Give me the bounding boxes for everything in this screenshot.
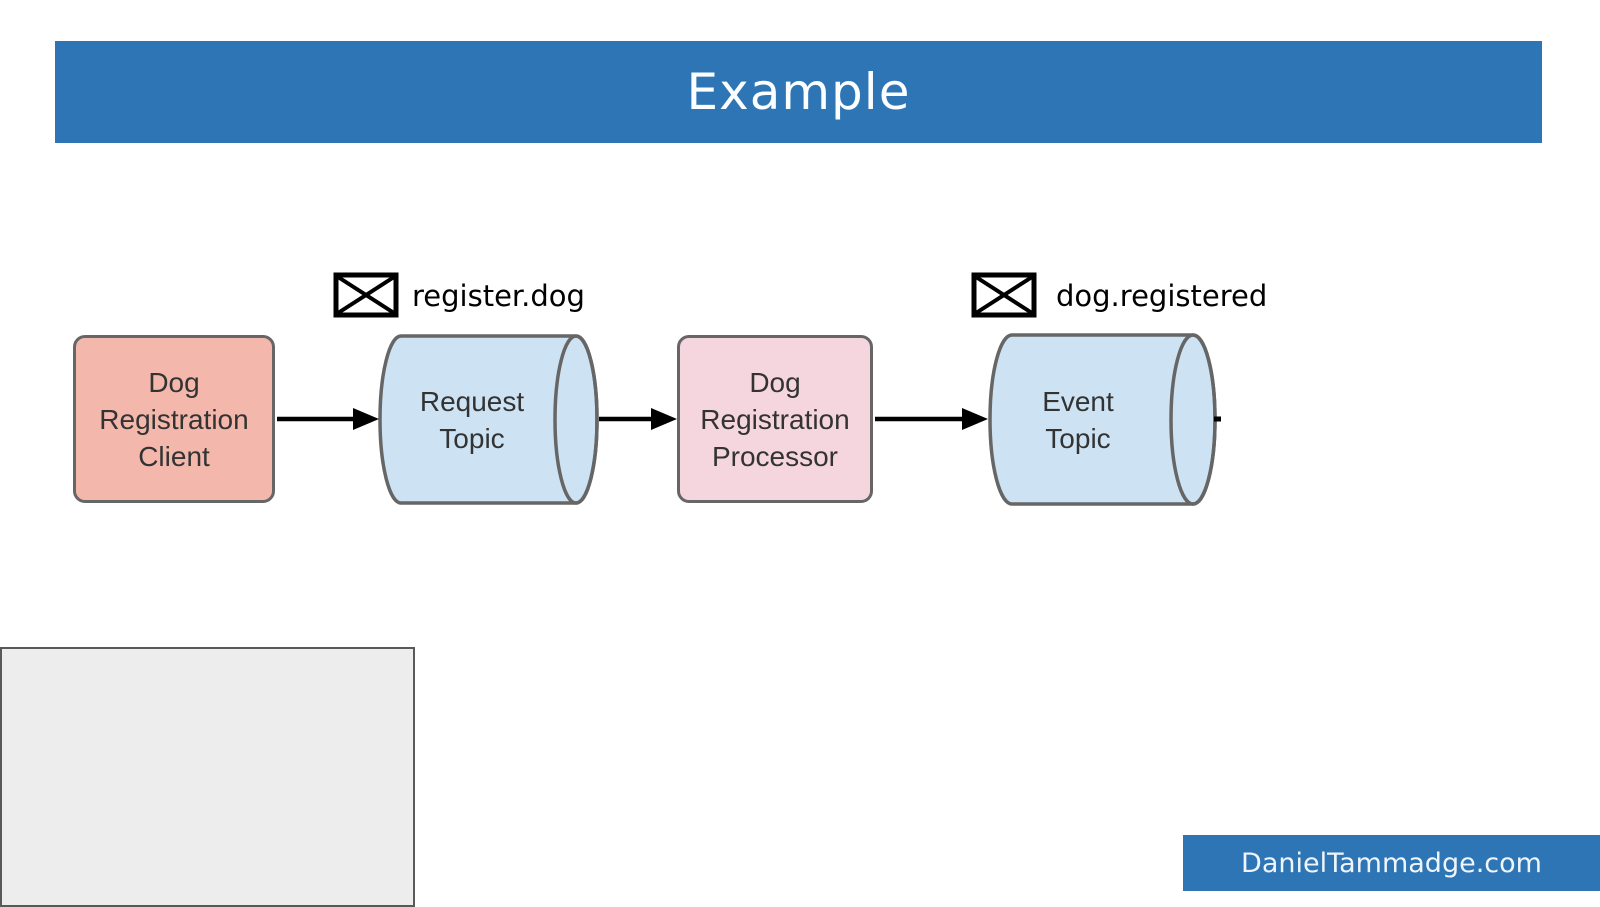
page-title: Example: [686, 63, 911, 121]
arrowhead-icon: [962, 408, 988, 430]
arrow-request-topic-to-processor: [599, 408, 677, 430]
envelope-flap-line: [974, 275, 1034, 315]
arrow-processor-to-event-topic: [875, 408, 988, 430]
footer-banner: DanielTammadge.com: [1183, 835, 1600, 891]
message-topic-text: dog.registered: [1056, 279, 1268, 313]
event-topic-cylinder: [988, 333, 1217, 506]
slide-title-bar: Example: [55, 41, 1542, 143]
message-topic-register-dog: register.dog: [412, 274, 585, 318]
node-label: Dog Registration Client: [99, 366, 249, 472]
footer-site-link: DanielTammadge.com: [1241, 847, 1542, 879]
arrowhead-icon: [353, 408, 379, 430]
node-label: Dog Registration Processor: [700, 366, 850, 472]
empty-gray-panel: [0, 647, 415, 907]
arrowhead-icon: [651, 408, 677, 430]
message-topic-dog-registered: dog.registered: [1056, 274, 1267, 318]
request-topic-cylinder: [378, 334, 599, 505]
envelope-icon: [333, 272, 399, 318]
envelope-flap-line: [336, 275, 396, 315]
cylinder-body: [378, 334, 599, 505]
node-dog-registration-processor: Dog Registration Processor: [677, 335, 873, 503]
envelope-icon: [971, 272, 1037, 318]
message-topic-text: register.dog: [412, 279, 585, 313]
arrow-client-to-request-topic: [277, 408, 379, 430]
node-dog-registration-client: Dog Registration Client: [73, 335, 275, 503]
cylinder-body: [988, 333, 1217, 506]
cylinder-rim: [553, 334, 599, 505]
